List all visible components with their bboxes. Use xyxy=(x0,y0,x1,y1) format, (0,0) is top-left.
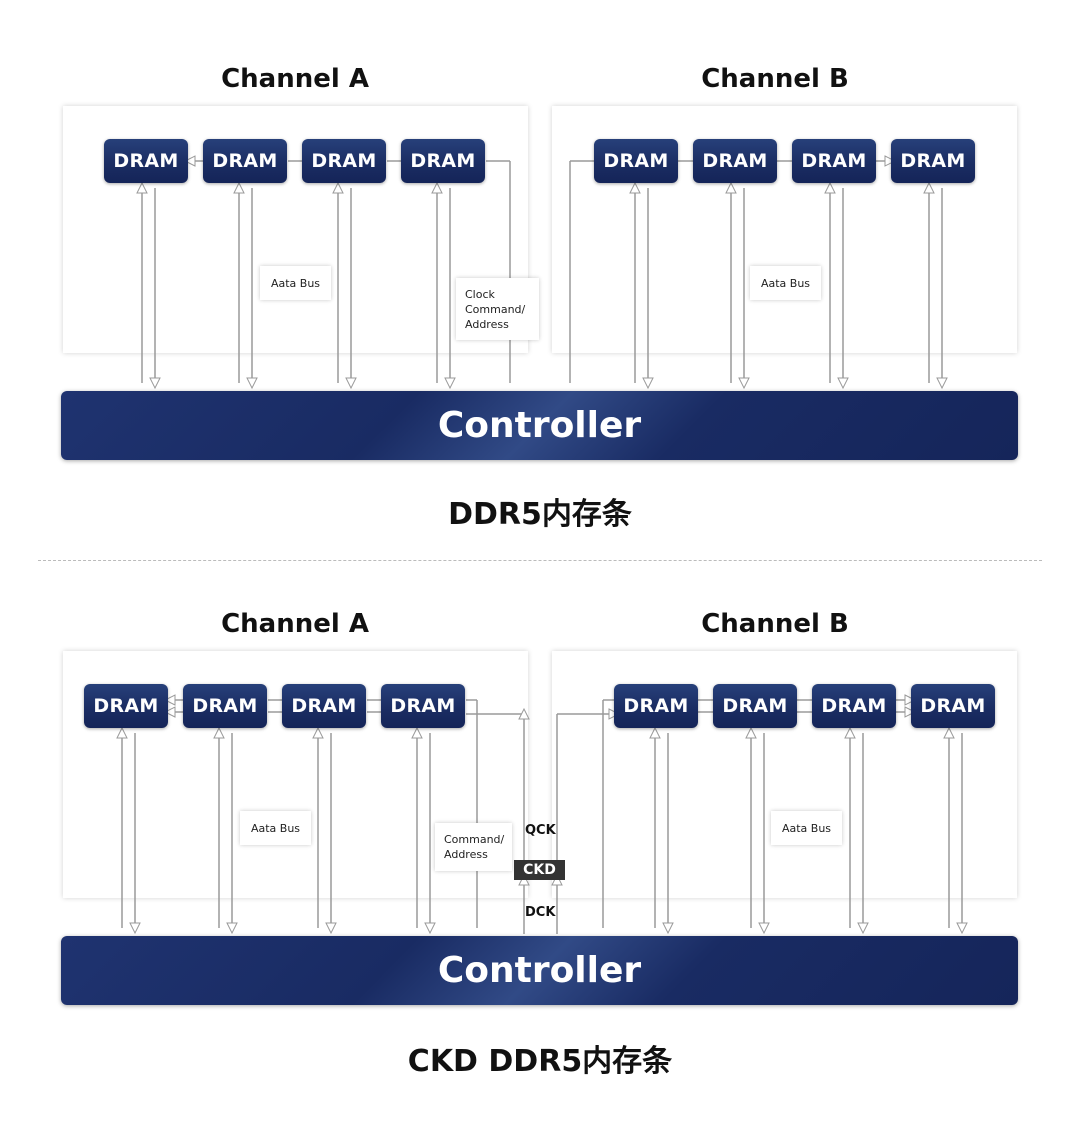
top-clock-line-3: Address xyxy=(465,318,509,331)
bottom-command-address-label: Command/ Address xyxy=(435,823,512,871)
bottom-channel-b-title: Channel B xyxy=(701,609,849,639)
top-channel-a-title: Channel A xyxy=(221,64,369,94)
top-controller: Controller xyxy=(61,391,1018,460)
top-dram-a4: DRAM xyxy=(401,139,485,183)
bottom-dram-a2: DRAM xyxy=(183,684,267,728)
top-channel-b-title: Channel B xyxy=(701,64,849,94)
top-caption: DDR5内存条 xyxy=(448,497,632,532)
bottom-caption: CKD DDR5内存条 xyxy=(407,1044,673,1079)
top-channel-b-data-bus-label: Aata Bus xyxy=(750,266,821,300)
ckd-chip: CKD xyxy=(514,860,565,880)
top-dram-a1: DRAM xyxy=(104,139,188,183)
top-dram-b4: DRAM xyxy=(891,139,975,183)
bottom-dram-b3: DRAM xyxy=(812,684,896,728)
qck-label: QCK xyxy=(525,823,556,838)
bottom-dram-a3: DRAM xyxy=(282,684,366,728)
top-dram-a3: DRAM xyxy=(302,139,386,183)
section-divider xyxy=(38,560,1042,561)
dck-label: DCK xyxy=(525,905,556,920)
bottom-dram-a4: DRAM xyxy=(381,684,465,728)
bottom-dram-a1: DRAM xyxy=(84,684,168,728)
top-dram-b3: DRAM xyxy=(792,139,876,183)
bottom-controller: Controller xyxy=(61,936,1018,1005)
bottom-dram-b4: DRAM xyxy=(911,684,995,728)
top-clock-command-address-label: Clock Command/ Address xyxy=(456,278,539,340)
top-dram-b1: DRAM xyxy=(594,139,678,183)
bottom-channel-b-data-bus-label: Aata Bus xyxy=(771,811,842,845)
top-channel-a-data-bus-label: Aata Bus xyxy=(260,266,331,300)
bottom-dram-b2: DRAM xyxy=(713,684,797,728)
top-dram-b2: DRAM xyxy=(693,139,777,183)
top-clock-line-1: Clock xyxy=(465,288,495,301)
bottom-channel-a-title: Channel A xyxy=(221,609,369,639)
bottom-dram-b1: DRAM xyxy=(614,684,698,728)
top-clock-line-2: Command/ xyxy=(465,303,526,316)
bottom-command-line-1: Command/ xyxy=(444,833,505,846)
bottom-command-line-2: Address xyxy=(444,848,488,861)
bottom-channel-a-data-bus-label: Aata Bus xyxy=(240,811,311,845)
top-dram-a2: DRAM xyxy=(203,139,287,183)
